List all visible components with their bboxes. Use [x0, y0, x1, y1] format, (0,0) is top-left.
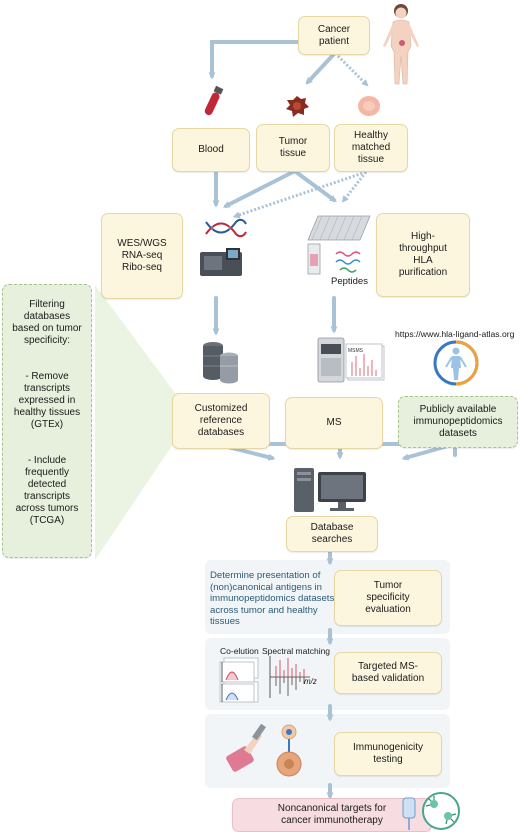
blood-tube-icon [204, 85, 224, 116]
tumor-tissue-box: Tumor tissue [256, 124, 330, 172]
ms-box: MS [285, 397, 383, 449]
spectral-plot-icon [269, 656, 310, 698]
cell-icon [276, 724, 302, 777]
human-body-icon [383, 4, 419, 85]
healthy-tissue-icon [358, 96, 380, 116]
tumor-tissue-icon [286, 96, 309, 117]
tumor-specificity-box: Tumor specificity evaluation [334, 570, 442, 626]
determine-presentation-text: Determine presentation of (non)canonical… [210, 570, 335, 627]
mass-spectrometer-icon [317, 337, 345, 383]
globe-person-icon [433, 340, 479, 386]
immune-cell-icon [422, 792, 460, 830]
plate-column-icon [307, 215, 371, 275]
public-datasets-box: Publicly available immunopeptidomics dat… [398, 396, 518, 448]
customized-databases-box: Customized reference databases [172, 393, 270, 449]
mz-axis-label: m/z [304, 677, 317, 686]
filtering-box: Filtering databases based on tumor speci… [2, 284, 92, 558]
immunogenicity-box: Immunogenicity testing [334, 732, 442, 776]
sequencing-box: WES/WGS RNA-seq Ribo-seq [101, 213, 183, 299]
spectrum-plot-icon: MSMS [345, 343, 385, 381]
coelution-plot-icon [219, 657, 259, 703]
iv-bag-icon [402, 797, 416, 830]
msms-label: MSMS [348, 348, 364, 354]
hla-purification-box: High- throughput HLA purification [376, 213, 470, 297]
targeted-ms-box: Targeted MS- based validation [334, 652, 442, 694]
filtering-callout-wedge [95, 285, 192, 560]
cancer-patient-box: Cancer patient [298, 16, 370, 55]
sequencer-icon [200, 248, 242, 276]
dna-icon [205, 218, 247, 238]
healthy-tissue-box: Healthy matched tissue [334, 124, 408, 172]
database-searches-box: Database searches [286, 516, 378, 552]
spectral-matching-label: Spectral matching [262, 646, 331, 656]
computer-icon [294, 468, 366, 512]
noncanonical-targets-box: Noncanonical targets for cancer immunoth… [232, 798, 432, 832]
peptides-label: Peptides [331, 276, 368, 287]
database-cylinders-icon [203, 342, 238, 384]
coelution-label: Co-elution [220, 646, 259, 656]
peptide-squiggle-icon [335, 251, 361, 273]
hla-ligand-atlas-url: https://www.hla-ligand-atlas.org [395, 329, 515, 339]
pipette-hand-icon [226, 723, 267, 772]
blood-box: Blood [172, 128, 250, 172]
